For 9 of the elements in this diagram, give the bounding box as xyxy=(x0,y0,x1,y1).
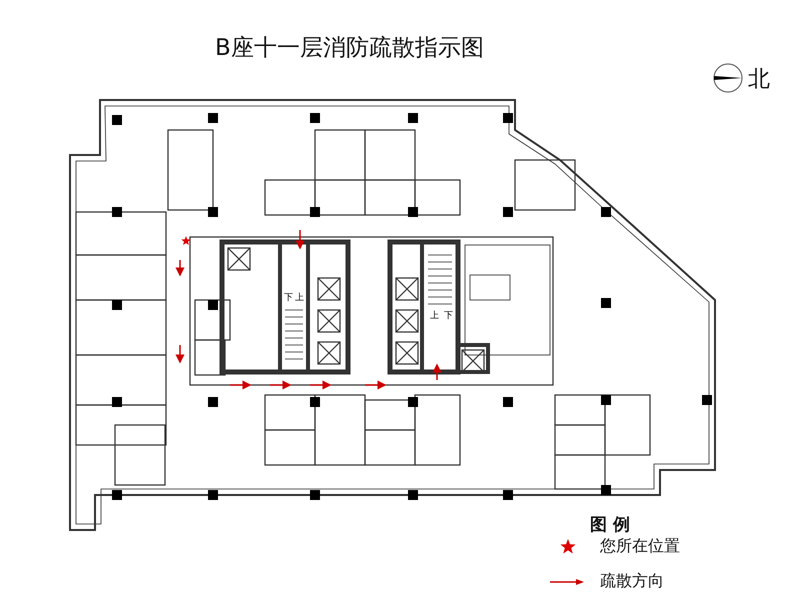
stair-direction-text: 下 xyxy=(284,293,293,303)
legend-text: 您所在位置 xyxy=(600,536,680,557)
north-label: 北 xyxy=(748,66,770,94)
stair-direction-text: 上 xyxy=(430,311,439,321)
stair-direction-text: 上 xyxy=(295,293,304,303)
legend-text: 疏散方向 xyxy=(600,571,664,592)
stair-direction-text: 下 xyxy=(444,311,453,321)
legend-heading: 图 例 xyxy=(590,514,630,536)
diagram-title: B座十一层消防疏散指示图 xyxy=(215,34,484,63)
